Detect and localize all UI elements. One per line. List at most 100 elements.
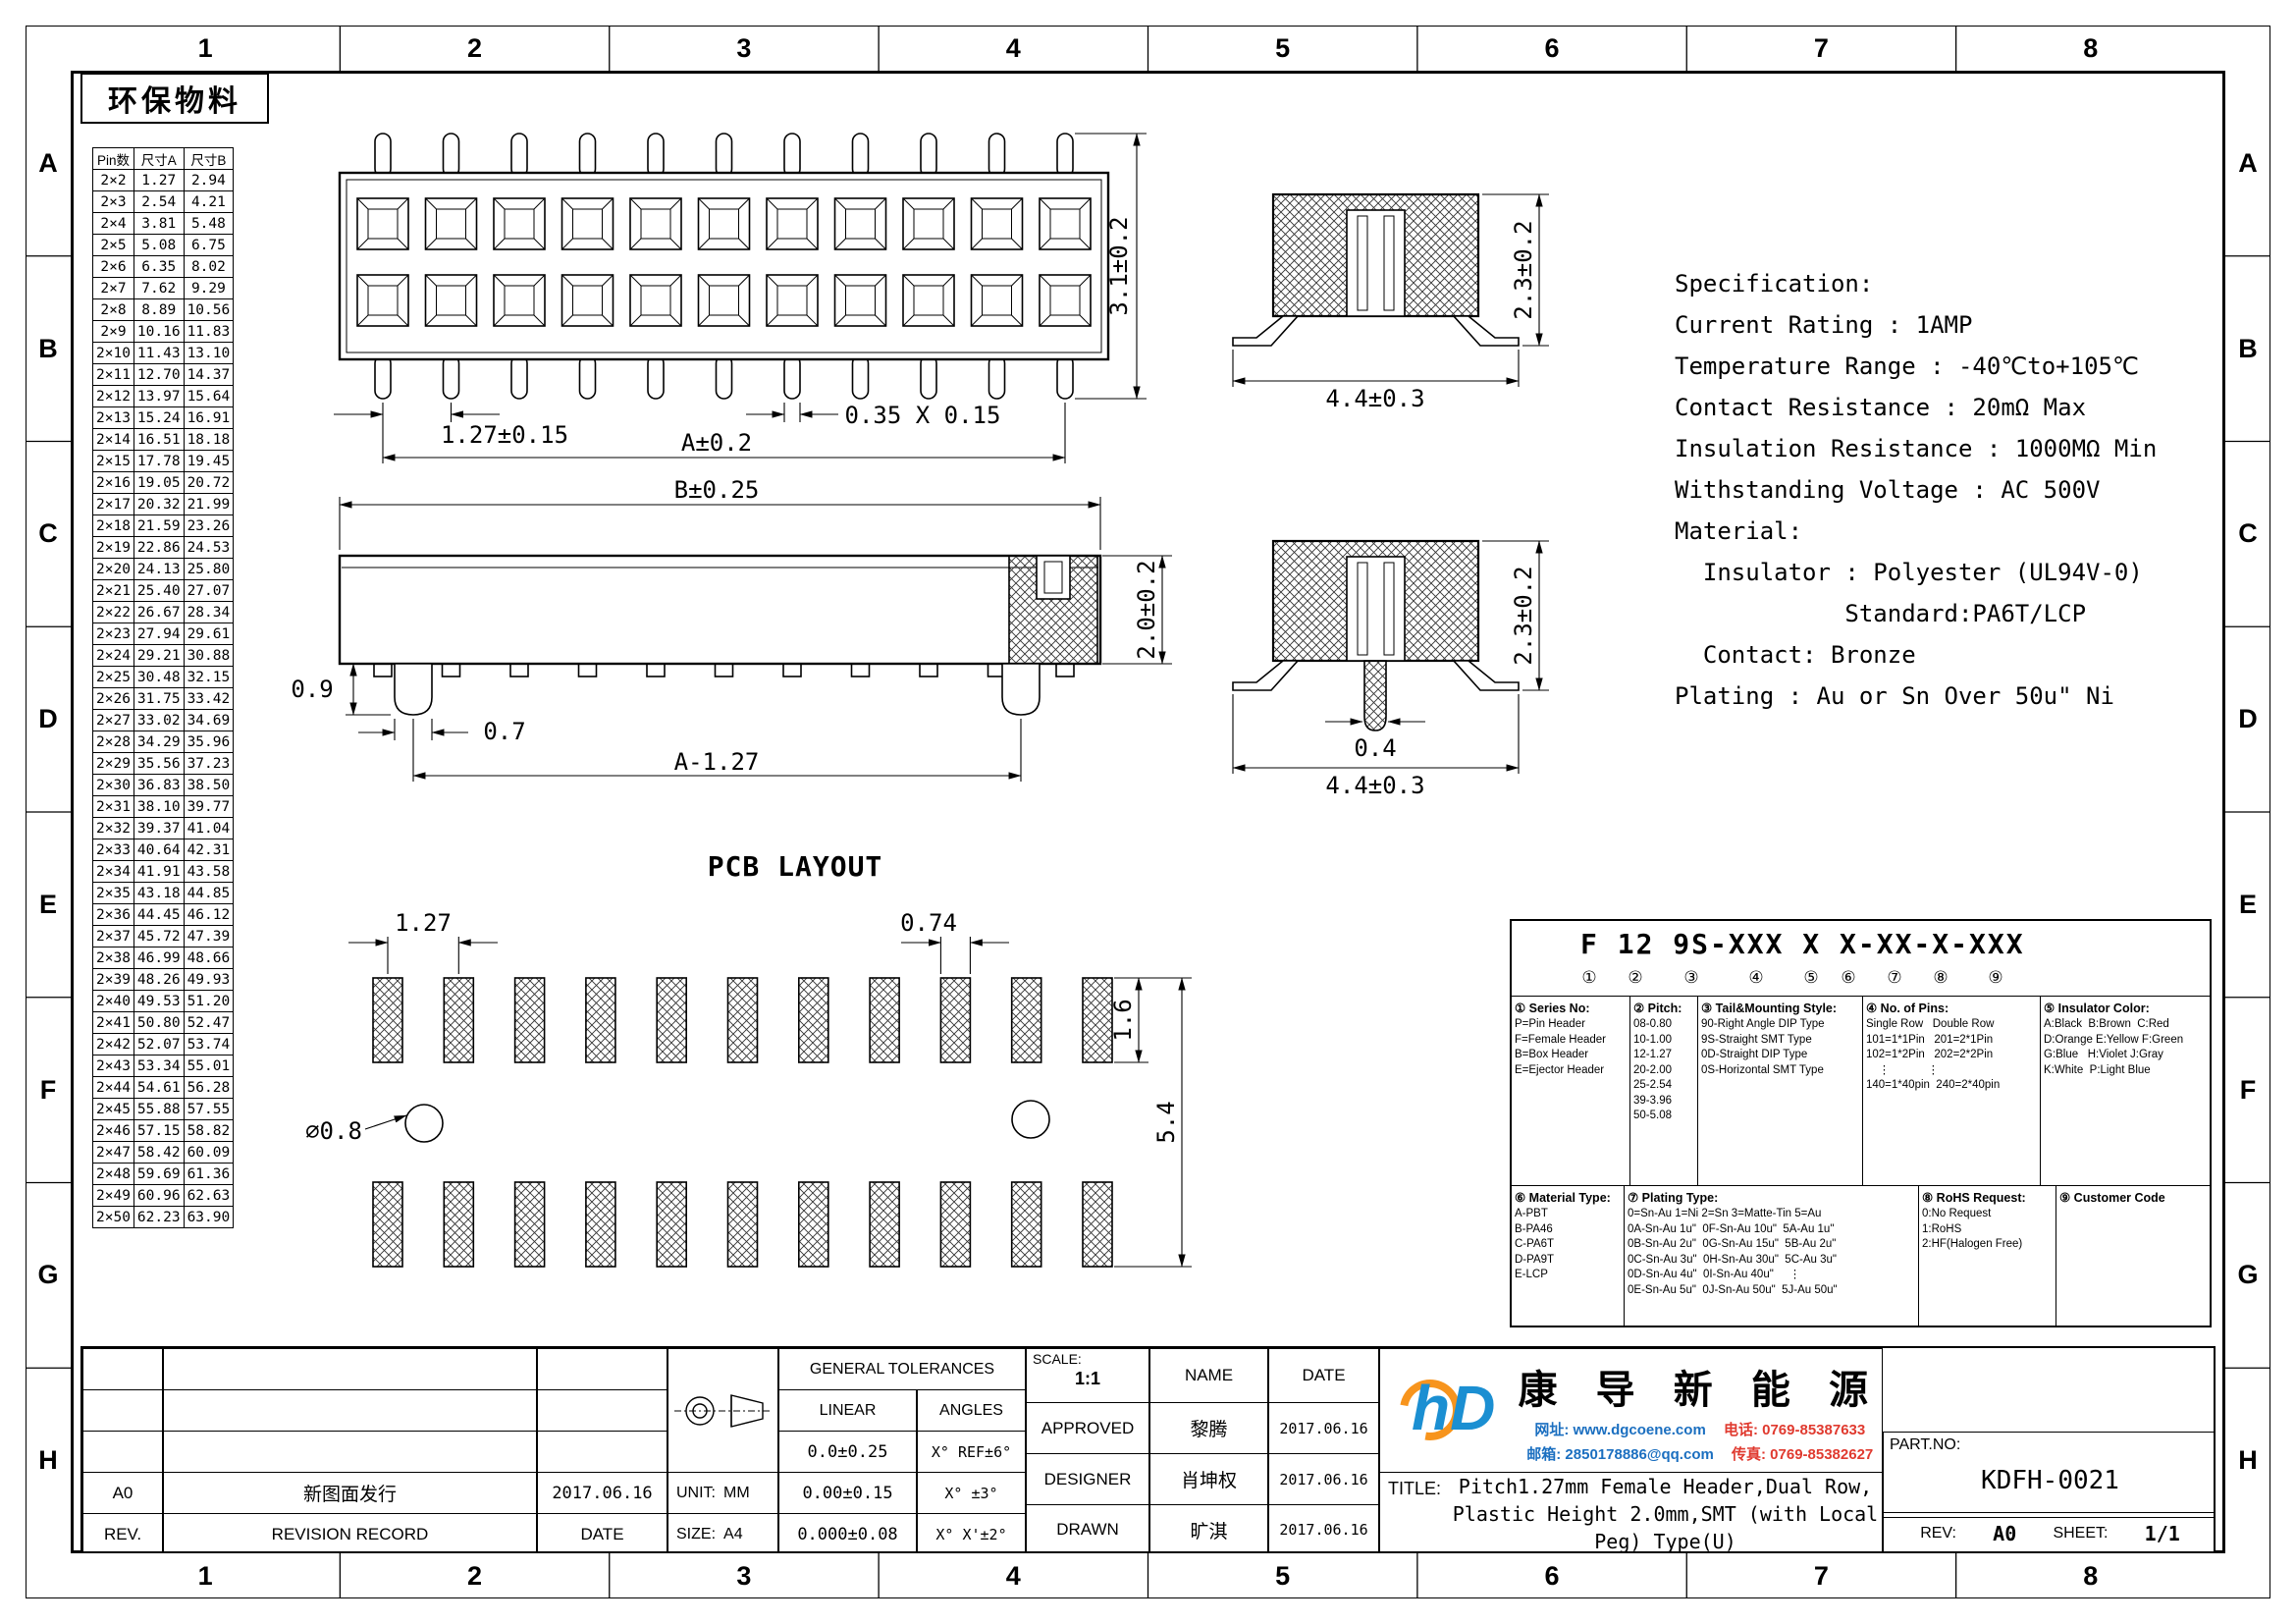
dim-a-cell: 6.35 — [133, 255, 185, 278]
rev-sheet-cell: REV: A0 SHEET: 1/1 — [1883, 1512, 2214, 1551]
dim-b-cell: 13.10 — [183, 342, 235, 364]
dim-b-cell: 9.29 — [183, 277, 235, 299]
pin-count-cell: 2×17 — [92, 493, 134, 515]
dim-b-cell: 20.72 — [183, 471, 235, 494]
col-dim-a: 尺寸A — [133, 147, 185, 170]
section-line: 140=1*40pin 240=2*40pin — [1866, 1079, 2001, 1091]
dim-b-cell: 58.82 — [183, 1119, 235, 1142]
pin-table-header: Pin数 尺寸A 尺寸B — [92, 147, 235, 170]
section-customer-code: ⑨ Customer Code — [2056, 1186, 2210, 1326]
scale-label: SCALE: — [1033, 1351, 1082, 1367]
code-position-mark: ③ — [1683, 968, 1699, 987]
title-line-2: Plastic Height 2.0mm,SMT (with Local Peg… — [1452, 1501, 1879, 1553]
pin-table-row: 2×8 8.89 10.56 — [92, 298, 235, 321]
approved-date: 2017.06.16 — [1268, 1402, 1379, 1454]
dim-peg-height: 0.9 — [291, 676, 333, 703]
section-line: A-PBT — [1515, 1208, 1548, 1219]
revision-record: 新图面发行 — [163, 1472, 537, 1514]
dim-a-cell: 38.10 — [133, 795, 185, 818]
pin-count-cell: 2×13 — [92, 406, 134, 429]
pin-table-row: 2×13 15.24 16.91 — [92, 406, 235, 429]
code-position-mark: ① — [1581, 968, 1597, 987]
section-line: 0D-Straight DIP Type — [1701, 1049, 1808, 1060]
phone: 电话: 0769-85387633 — [1723, 1421, 1866, 1438]
pin-count-cell: 2×45 — [92, 1098, 134, 1120]
section-line: 12-1.27 — [1633, 1049, 1673, 1060]
pin-count-cell: 2×33 — [92, 839, 134, 861]
pin-count-cell: 2×3 — [92, 190, 134, 213]
spec-line: Temperature Range : -40℃to+105℃ — [1675, 352, 2139, 380]
dim-peg-w: 0.4 — [1354, 734, 1396, 762]
pin-table-row: 2×3 2.54 4.21 — [92, 190, 235, 213]
zone-tick-marks — [26, 26, 2270, 1598]
dim-b-cell: 60.09 — [183, 1141, 235, 1164]
spec-line: Withstanding Voltage : AC 500V — [1675, 476, 2101, 504]
dim-b-cell: 27.07 — [183, 579, 235, 602]
pcb-pads — [372, 977, 1113, 1268]
rev-label: REV: — [1920, 1525, 1956, 1542]
dim-b-cell: 10.56 — [183, 298, 235, 321]
zone-label: 1 — [197, 1560, 213, 1591]
dim-b: B±0.25 — [674, 476, 760, 504]
dim-b-cell: 38.50 — [183, 774, 235, 796]
dim-b-cell: 23.26 — [183, 514, 235, 537]
front-view-right-peg — [1001, 663, 1041, 716]
pin-count-cell: 2×27 — [92, 709, 134, 731]
logo-text: 康 导 新 能 源 网址: www.dgcoene.com 电话: 0769-8… — [1519, 1358, 1882, 1464]
dim-b-cell: 11.83 — [183, 320, 235, 343]
revision-cell-empty — [163, 1431, 537, 1473]
zone-label: F — [39, 1074, 57, 1105]
dim-a-cell: 22.86 — [133, 536, 185, 559]
pin-count-cell: 2×9 — [92, 320, 134, 343]
dim-a-cell: 46.99 — [133, 947, 185, 969]
scale-value: 1:1 — [1074, 1369, 1100, 1388]
zone-label: 3 — [736, 32, 752, 63]
dim-b-cell: 49.93 — [183, 968, 235, 991]
size-cell: SIZE: A4 — [667, 1513, 778, 1551]
spec-line: Contact Resistance : 20mΩ Max — [1675, 394, 2087, 421]
code-position-mark: ② — [1628, 968, 1643, 987]
pin-count-cell: 2×19 — [92, 536, 134, 559]
pin-table-row: 2×39 48.26 49.93 — [92, 968, 235, 991]
pin-count-cell: 2×42 — [92, 1033, 134, 1056]
contact-line-2: 邮箱: 2850178886@qq.com 传真: 0769-85382627 — [1519, 1443, 1882, 1464]
dim-a-cell: 35.56 — [133, 752, 185, 775]
dim-a-cell: 10.16 — [133, 320, 185, 343]
section-line: E=Ejector Header — [1515, 1063, 1605, 1076]
pin-table-row: 2×38 46.99 48.66 — [92, 947, 235, 969]
pin-table-row: 2×34 41.91 43.58 — [92, 860, 235, 883]
section-line: 2:HF(Halogen Free) — [1922, 1238, 2023, 1250]
pin-table-row: 2×26 31.75 33.42 — [92, 687, 235, 710]
revision-header-rev: REV. — [82, 1513, 163, 1551]
size-value: A4 — [723, 1525, 743, 1543]
dim-peg-width: 0.7 — [483, 718, 525, 745]
dim-side2-width: 4.4±0.3 — [1325, 772, 1424, 799]
pin-table-row: 2×7 7.62 9.29 — [92, 277, 235, 299]
pin-table-row: 2×30 36.83 38.50 — [92, 774, 235, 796]
scale-cell: SCALE: 1:1 — [1026, 1348, 1149, 1403]
dim-a: A±0.2 — [681, 429, 752, 457]
projection-symbol-cell — [667, 1348, 778, 1473]
dim-a-cell: 11.43 — [133, 342, 185, 364]
pin-table-row: 2×14 16.51 18.18 — [92, 428, 235, 451]
pin-table-row: 2×37 45.72 47.39 — [92, 925, 235, 947]
section-line: 10-1.00 — [1633, 1033, 1673, 1046]
dim-b-cell: 63.90 — [183, 1206, 235, 1228]
pin-count-cell: 2×12 — [92, 385, 134, 407]
section-line: D-PA9T — [1515, 1253, 1555, 1266]
dim-a-cell: 40.64 — [133, 839, 185, 861]
pin-table-row: 2×36 44.45 46.12 — [92, 903, 235, 926]
designer-label: DESIGNER — [1026, 1453, 1149, 1505]
revision-date: 2017.06.16 — [537, 1472, 667, 1514]
pin-table-row: 2×11 12.70 14.37 — [92, 363, 235, 386]
zone-label: A — [2238, 147, 2258, 178]
website: 网址: www.dgcoene.com — [1534, 1421, 1706, 1438]
dim-b-cell: 41.04 — [183, 817, 235, 839]
pin-table-row: 2×50 62.23 63.90 — [92, 1206, 235, 1228]
dim-a-cell: 26.67 — [133, 601, 185, 623]
unit-cell: UNIT: MM — [667, 1472, 778, 1514]
